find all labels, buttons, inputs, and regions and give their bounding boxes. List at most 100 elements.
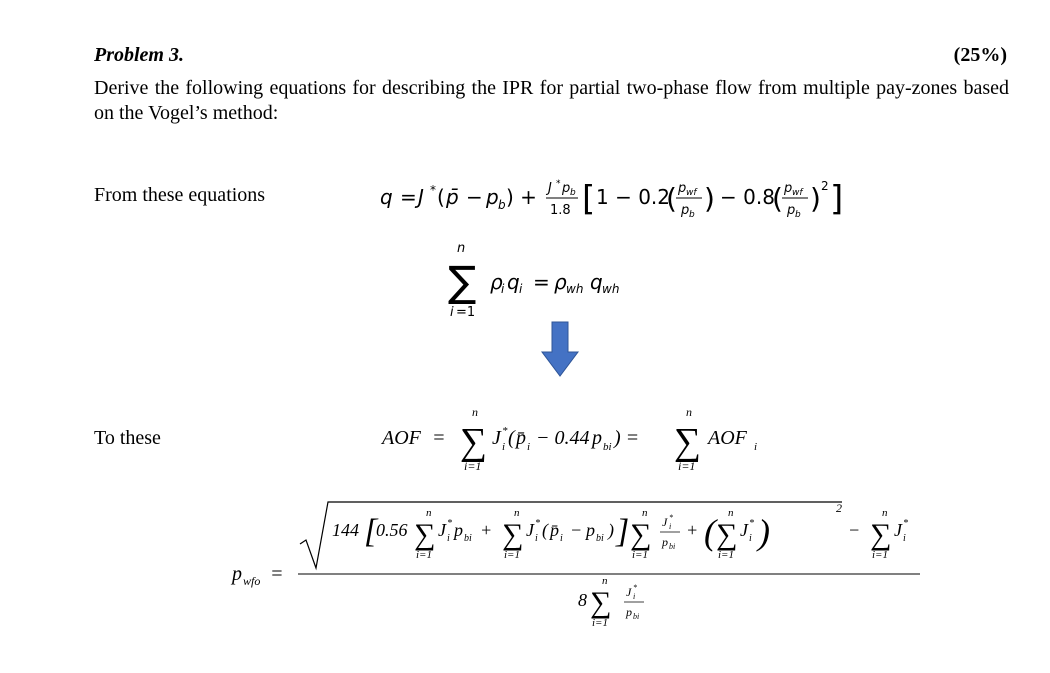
svg-text:=: = — [432, 427, 446, 449]
svg-text:b: b — [795, 210, 801, 220]
svg-text:p̄: p̄ — [445, 185, 459, 209]
svg-text:n: n — [882, 507, 888, 519]
svg-text:q: q — [507, 270, 520, 294]
svg-text:b: b — [570, 188, 576, 198]
svg-text:*: * — [430, 183, 436, 197]
svg-text:0.56: 0.56 — [376, 520, 408, 540]
svg-text:− 0.8: − 0.8 — [720, 185, 775, 209]
svg-text:i: i — [669, 522, 671, 531]
svg-text:*: * — [903, 518, 908, 529]
svg-text:2: 2 — [821, 179, 829, 193]
svg-text:p: p — [230, 563, 242, 585]
svg-text:J: J — [894, 520, 903, 540]
svg-text:∑: ∑ — [870, 518, 891, 551]
label-to: To these — [94, 427, 161, 449]
svg-text:i=1: i=1 — [632, 549, 648, 561]
svg-text:i=1: i=1 — [464, 459, 481, 473]
equation-mass-balance: n ∑ i =1 ρ i q i = ρ wh q wh — [448, 241, 619, 320]
svg-text:q: q — [380, 185, 393, 209]
svg-text:+: + — [480, 520, 492, 540]
svg-text:∑: ∑ — [716, 518, 737, 551]
svg-text:p: p — [783, 181, 792, 196]
svg-text:J: J — [414, 185, 424, 209]
svg-text:b: b — [689, 210, 695, 220]
svg-text:∑: ∑ — [590, 586, 611, 619]
svg-text:p: p — [680, 203, 689, 218]
svg-text:=: = — [533, 270, 550, 294]
svg-text:∑: ∑ — [414, 518, 435, 551]
svg-text:i: i — [527, 441, 530, 453]
svg-text:J: J — [526, 520, 535, 540]
svg-text:i: i — [502, 441, 505, 453]
svg-text:1.8: 1.8 — [550, 203, 571, 218]
svg-text:*: * — [447, 518, 452, 529]
svg-text:n: n — [514, 507, 520, 519]
svg-text:]: ] — [615, 513, 629, 550]
svg-text:=: = — [270, 563, 284, 585]
svg-text:*: * — [633, 583, 637, 592]
svg-text:*: * — [535, 518, 540, 529]
svg-text:(: ( — [704, 512, 718, 552]
svg-text:p̄: p̄ — [548, 520, 559, 540]
svg-text:p: p — [590, 427, 602, 449]
svg-text:i: i — [447, 533, 450, 544]
svg-text:J: J — [545, 181, 552, 196]
svg-text:i: i — [633, 592, 635, 601]
svg-text:J: J — [662, 515, 668, 529]
svg-text:n: n — [457, 241, 465, 256]
svg-text:∑: ∑ — [630, 518, 651, 551]
svg-text:=1: =1 — [456, 305, 475, 320]
svg-text:i: i — [903, 533, 906, 544]
svg-text:b: b — [498, 198, 506, 212]
svg-text:2: 2 — [836, 501, 842, 515]
svg-text:*: * — [556, 179, 561, 189]
svg-text:∑: ∑ — [460, 421, 487, 463]
svg-text:(: ( — [772, 182, 783, 215]
svg-text:) +: ) + — [506, 185, 537, 209]
svg-text:p: p — [786, 203, 795, 218]
svg-text:−: − — [848, 520, 860, 540]
svg-text:i: i — [450, 305, 454, 320]
svg-text:[: [ — [582, 179, 595, 219]
svg-text:*: * — [669, 513, 673, 522]
svg-text:n: n — [426, 507, 432, 519]
svg-text:p: p — [661, 535, 668, 549]
down-arrow-icon — [541, 321, 579, 377]
svg-text:− 0.44: − 0.44 — [536, 427, 590, 449]
svg-text:): ) — [607, 520, 614, 541]
svg-text:AOF: AOF — [380, 427, 422, 449]
svg-text:1 − 0.2: 1 − 0.2 — [596, 185, 670, 209]
svg-text:n: n — [642, 507, 648, 519]
svg-text:AOF: AOF — [706, 427, 748, 449]
svg-text:∑: ∑ — [502, 518, 523, 551]
svg-text:(: ( — [437, 185, 445, 209]
svg-text:(: ( — [666, 182, 677, 215]
svg-text:[: [ — [364, 513, 379, 550]
svg-text:i: i — [749, 533, 752, 544]
svg-text:wh: wh — [602, 282, 619, 296]
svg-text:i=1: i=1 — [718, 549, 734, 561]
svg-text:i=1: i=1 — [678, 459, 695, 473]
svg-text:): ) — [810, 182, 821, 215]
svg-text:p: p — [485, 185, 499, 209]
svg-text:bi: bi — [603, 441, 612, 453]
svg-text:J: J — [626, 585, 632, 599]
svg-text:bi: bi — [596, 533, 604, 544]
svg-text:wf: wf — [792, 188, 804, 198]
svg-text:i: i — [535, 533, 538, 544]
svg-text:n: n — [728, 507, 734, 519]
svg-text:wf: wf — [686, 188, 698, 198]
svg-text:J: J — [438, 520, 447, 540]
svg-text:) =: ) = — [613, 427, 639, 449]
label-from: From these equations — [94, 184, 266, 206]
svg-text:i=1: i=1 — [504, 549, 520, 561]
svg-text:8: 8 — [578, 590, 587, 610]
equation-ipr-vogel: q = J * ( p̄ − p b ) + J * p b 1.8 [ 1 −… — [380, 179, 843, 220]
svg-text:(: ( — [542, 520, 549, 541]
svg-text:p: p — [625, 605, 632, 619]
svg-text:p: p — [452, 520, 463, 540]
svg-text:p: p — [677, 181, 686, 196]
svg-text:i: i — [560, 533, 563, 544]
svg-text:wfo: wfo — [243, 574, 260, 588]
svg-text:wh: wh — [566, 282, 583, 296]
